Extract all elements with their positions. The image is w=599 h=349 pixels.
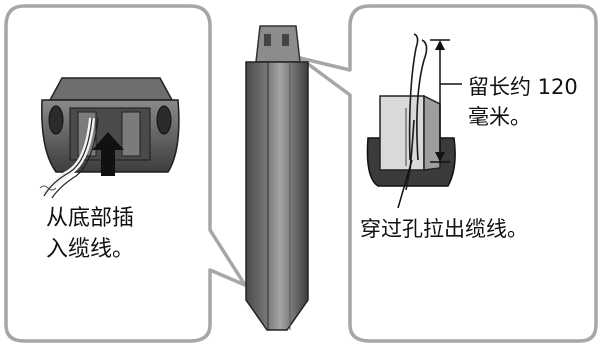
left-caption: 从底部插 入缆线。	[46, 203, 134, 265]
speaker-post	[245, 25, 309, 331]
length-note: 留长约 120 毫米。	[468, 72, 578, 132]
pull-caption: 穿过孔拉出缆线。	[360, 217, 528, 241]
speaker-bottom-illustration	[39, 77, 180, 199]
left-callout-panel	[4, 4, 247, 343]
left-caption-line-1: 从底部插	[46, 206, 135, 231]
left-caption-line-2: 入缆线。	[46, 237, 135, 262]
cable-pull-illustration	[366, 33, 462, 209]
insert-arrow	[92, 132, 124, 176]
length-note-line-1: 留长约 120	[468, 75, 578, 99]
length-note-line-2: 毫米。	[468, 105, 531, 129]
